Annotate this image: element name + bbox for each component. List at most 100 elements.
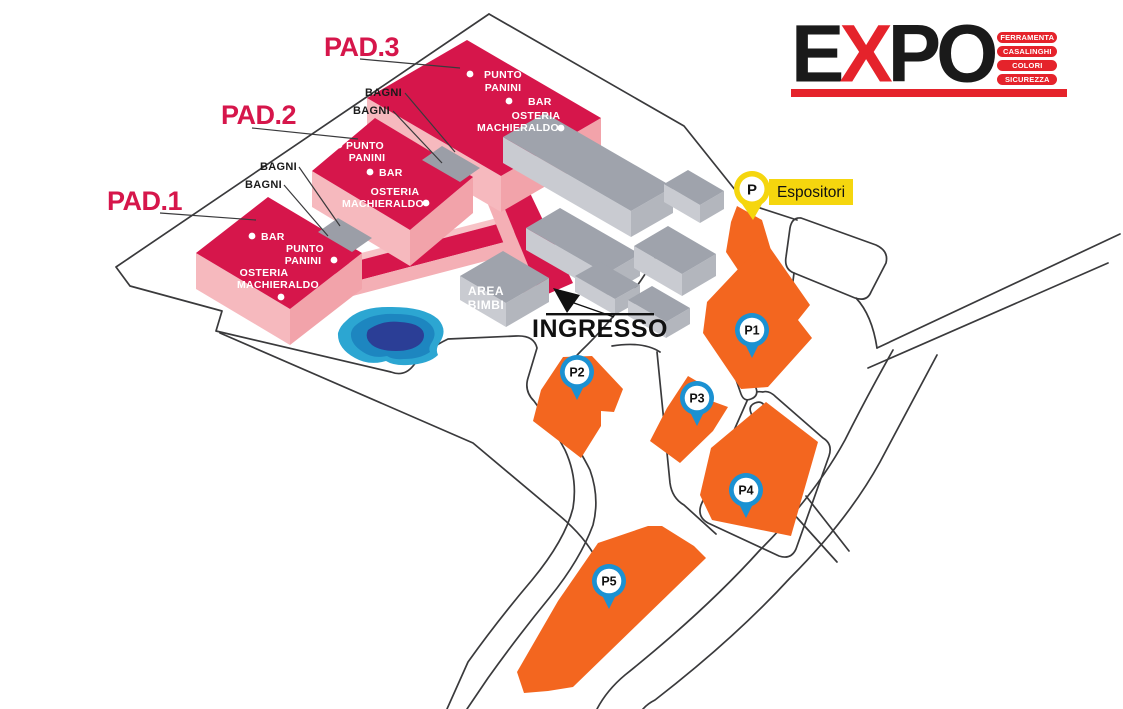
pad3-label: PAD.3 <box>324 32 400 62</box>
building-top <box>460 251 549 303</box>
building-top <box>634 226 716 274</box>
building-top <box>628 286 690 322</box>
bagni-label: BAGNI <box>365 87 402 99</box>
pavilion-top <box>312 118 473 230</box>
facility-label: PANINI <box>349 152 386 164</box>
building-side <box>700 191 724 223</box>
ingresso-arrow-icon <box>553 288 580 313</box>
building-side <box>575 276 615 315</box>
building-side <box>506 278 549 327</box>
parking-p5-area <box>517 526 706 693</box>
pin-label: P4 <box>738 484 753 498</box>
espositori-marker[interactable]: Espositori P <box>733 171 853 220</box>
parking-pin-p4[interactable]: P4 <box>728 473 763 518</box>
pad1-label: PAD.1 <box>107 186 183 216</box>
building-side <box>682 254 716 296</box>
building-side <box>631 187 673 237</box>
pad2-label: PAD.2 <box>221 100 296 130</box>
logo-badges: FERRAMENTA CASALINGHI COLORI SICUREZZA <box>997 32 1058 88</box>
building-side <box>615 285 640 315</box>
road <box>876 233 1121 349</box>
building-side <box>503 137 631 237</box>
pad3-facilities: PUNTO PANINI BAR OSTERIA MACHIERALDO <box>466 69 565 134</box>
road <box>641 354 938 709</box>
facility-label: PANINI <box>285 255 322 267</box>
parking-pin-p3[interactable]: P3 <box>679 381 714 426</box>
pavilion-side-right <box>290 253 362 345</box>
facility-dot <box>505 97 513 105</box>
building-top <box>664 170 724 205</box>
pin-circle <box>596 568 622 594</box>
logo-letter: X <box>839 8 892 99</box>
road <box>656 351 717 535</box>
facility-label: MACHIERALDO <box>237 279 319 291</box>
building-top <box>575 262 640 299</box>
expo-logo: EXPO FERRAMENTA CASALINGHI COLORI SICURE… <box>791 13 1069 97</box>
pin-label: P3 <box>689 392 704 406</box>
pavilion-side-right <box>410 177 473 266</box>
building-side <box>664 184 700 223</box>
parking-p4-area <box>700 402 818 536</box>
road <box>790 510 838 563</box>
area-bimbi-line2: BIMBI <box>468 298 505 312</box>
ingresso-overline <box>546 313 654 316</box>
espositori-label-bg <box>769 179 853 205</box>
pavilion-pad1 <box>196 197 362 345</box>
road <box>611 343 661 353</box>
road <box>784 217 888 300</box>
pin-circle <box>733 477 759 503</box>
parking-pin-p1[interactable]: P1 <box>734 313 769 358</box>
ingresso-group: INGRESSO <box>532 288 667 343</box>
parking-p3-area <box>650 376 728 463</box>
facility-label: MACHIERALDO <box>342 198 424 210</box>
facility-label: PUNTO <box>286 243 324 255</box>
facility-dot <box>248 232 256 240</box>
bagni-leader <box>392 110 443 164</box>
pond <box>337 306 444 366</box>
badge-casalinghi: CASALINGHI <box>997 46 1058 57</box>
road <box>699 390 831 558</box>
bagni-label: BAGNI <box>245 179 282 191</box>
facility-label: BAR <box>261 231 285 243</box>
expo-logo-row: EXPO FERRAMENTA CASALINGHI COLORI SICURE… <box>791 13 1069 94</box>
service-buildings <box>460 113 724 338</box>
area-bimbi-label: AREA BIMBI <box>468 284 505 312</box>
building-side <box>628 300 666 338</box>
facility-label: MACHIERALDO <box>477 122 559 134</box>
espositori-pin-circle <box>739 176 765 202</box>
pin-label: P5 <box>601 575 616 589</box>
facility-label: BAR <box>379 167 403 179</box>
badge-sicurezza: SICUREZZA <box>997 74 1058 85</box>
pavilion-pad2 <box>312 118 473 266</box>
parking-p2-area <box>533 356 623 458</box>
corridor-low-side <box>345 238 520 298</box>
badge-colori: COLORI <box>997 60 1058 71</box>
espositori-label: Espositori <box>777 184 845 201</box>
pavilion-top <box>196 197 362 309</box>
pavilion-side-left <box>312 171 410 266</box>
parking-pin-p5[interactable]: P5 <box>591 564 626 609</box>
facility-label: OSTERIA <box>512 110 561 122</box>
pin-label: P2 <box>569 366 584 380</box>
espositori-pin-letter: P <box>747 182 757 199</box>
facility-dot <box>330 256 338 264</box>
building-top <box>526 208 640 274</box>
bagni-connector <box>422 146 480 182</box>
facility-label: PANINI <box>485 82 522 94</box>
facility-label: OSTERIA <box>371 186 420 198</box>
pad2-leader <box>251 127 359 140</box>
facility-label: PUNTO <box>484 69 522 81</box>
building-side <box>666 308 690 338</box>
facility-dot <box>335 141 343 149</box>
bagni-label: BAGNI <box>353 105 390 117</box>
facility-label: OSTERIA <box>240 267 289 279</box>
pavilion-side-left <box>196 253 290 345</box>
building-side <box>460 276 506 327</box>
badge-ferramenta: FERRAMENTA <box>997 32 1058 43</box>
road <box>855 297 878 349</box>
parking-pin-p2[interactable]: P2 <box>559 355 594 400</box>
pad2-facilities: PUNTO PANINI BAR OSTERIA MACHIERALDO <box>335 140 430 210</box>
bagni-label: BAGNI <box>260 161 297 173</box>
area-bimbi-building <box>460 251 549 327</box>
